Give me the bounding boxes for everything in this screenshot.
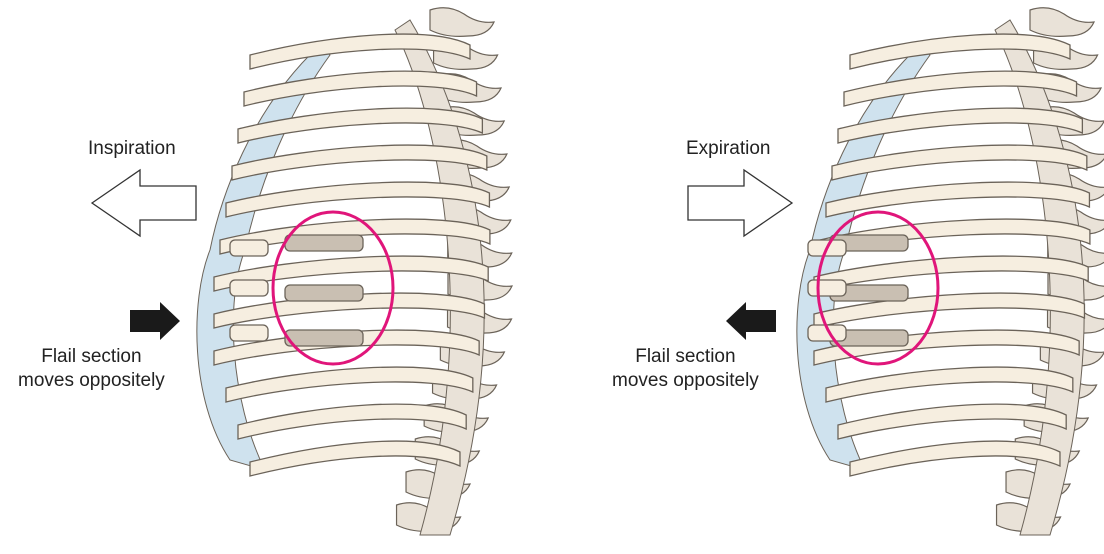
rib-stub (807, 279, 847, 297)
costal-cartilage (796, 44, 931, 471)
expiration-arrow-icon (687, 168, 794, 238)
flail-label-right-line2: moves oppositely (612, 370, 759, 391)
rib (231, 144, 488, 181)
rib (837, 107, 1084, 144)
rib (249, 440, 461, 477)
vertebra (429, 7, 495, 37)
expiration-label: Expiration (686, 138, 771, 159)
rib (213, 255, 489, 292)
rib (237, 403, 467, 440)
flail-label-left-line1: Flail section (41, 346, 142, 367)
flail-outward-arrow-icon (726, 302, 776, 340)
rib (225, 366, 474, 403)
flail-segment (229, 234, 364, 347)
flail-label-right-line1: Flail section (635, 346, 736, 367)
fractured-rib (284, 234, 364, 252)
rib (243, 70, 478, 107)
ribs (213, 33, 491, 477)
inspiration-arrow-icon (90, 168, 197, 238)
rib (837, 403, 1067, 440)
inspiration-label: Inspiration (88, 138, 176, 159)
rib (825, 181, 1091, 218)
rib (225, 181, 491, 218)
flail-circle (271, 210, 395, 366)
rib (825, 366, 1074, 403)
rib (813, 255, 1089, 292)
flail-segment (807, 234, 909, 347)
flail-inward-arrow-icon (130, 302, 180, 340)
expiration-panel (796, 7, 1104, 536)
rib (249, 33, 471, 70)
costal-cartilage (196, 44, 331, 471)
rib (813, 292, 1086, 329)
rib-stub (229, 324, 269, 342)
fractured-rib (284, 329, 364, 347)
flail-label-left-line2: moves oppositely (18, 370, 165, 391)
flail-label-right: Flail section moves oppositely (612, 345, 759, 393)
rib (843, 70, 1078, 107)
flail-label-left: Flail section moves oppositely (18, 345, 165, 393)
flail-circle (816, 210, 940, 366)
rib (849, 440, 1061, 477)
fractured-rib (284, 284, 364, 302)
rib-stub (229, 239, 269, 257)
vertebra (1029, 7, 1095, 37)
inspiration-panel (196, 7, 513, 536)
rib (237, 107, 484, 144)
rib (831, 144, 1088, 181)
rib-stub (229, 279, 269, 297)
rib (849, 33, 1071, 70)
